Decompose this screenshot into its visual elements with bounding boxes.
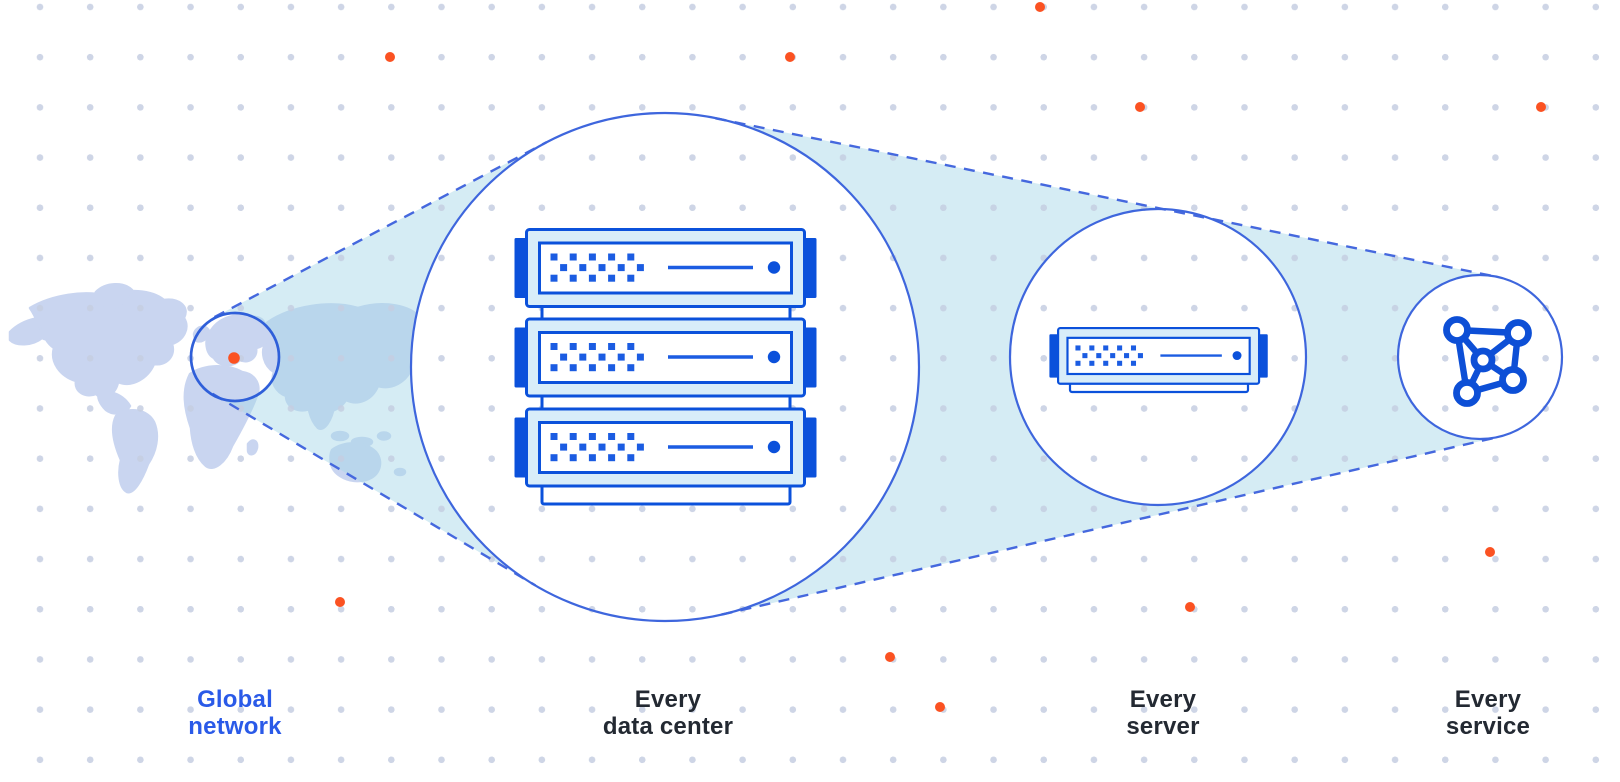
accent-dots — [335, 2, 1546, 712]
accent-dot — [1536, 102, 1546, 112]
stage-label-line: network — [188, 713, 282, 740]
zoom-dashed-line-lower-left — [211, 392, 537, 587]
stage-label-line: Every — [634, 686, 702, 713]
server-power-dot — [767, 440, 781, 454]
accent-dot — [935, 702, 945, 712]
accent-dot — [335, 597, 345, 607]
server-led-matrix — [550, 253, 644, 282]
zoom-dashed-line-upper-right — [715, 117, 1497, 278]
global-network-circle — [189, 311, 281, 403]
network-mesh-icon — [1443, 316, 1532, 407]
server-unit — [514, 317, 817, 398]
accent-dot — [885, 652, 895, 662]
server-faceplate — [1066, 336, 1251, 376]
accent-dot — [385, 52, 395, 62]
server-faceplate — [538, 421, 793, 474]
accent-dot — [1035, 2, 1045, 12]
server-circle — [1008, 207, 1308, 507]
mesh-node — [1453, 379, 1481, 407]
server-led-matrix — [1075, 345, 1143, 366]
stage-label-line: service — [1445, 713, 1531, 740]
server-led-matrix — [550, 433, 644, 462]
zoom-dashed-line-upper-left — [213, 141, 548, 319]
mesh-node — [1470, 347, 1496, 373]
stage-label-line: Every — [1454, 686, 1522, 713]
accent-dot — [1185, 602, 1195, 612]
zoom-dashed-line-lower-right — [721, 435, 1499, 616]
stage-label-every-data-center: Every data center — [548, 686, 788, 740]
stage-label-line: Global — [197, 686, 273, 713]
server-faceplate — [538, 241, 793, 295]
server-rack-icon — [514, 228, 817, 506]
accent-dot — [1135, 102, 1145, 112]
mesh-node — [1504, 319, 1532, 347]
server-unit — [514, 407, 817, 488]
server-power-dot — [1232, 351, 1242, 361]
server-unit — [1049, 327, 1268, 385]
stage-label-every-server: Every server — [1043, 686, 1283, 740]
stage-label-line: data center — [602, 713, 734, 740]
server-led-matrix — [550, 343, 644, 372]
accent-dot — [785, 52, 795, 62]
server-power-dot — [767, 350, 781, 364]
stage-label-line: Every — [1129, 686, 1197, 713]
stage-label-global-network: Global network — [115, 686, 355, 740]
location-marker-icon — [228, 352, 240, 364]
server-power-dot — [767, 261, 781, 274]
single-server-icon — [1049, 327, 1268, 394]
service-circle — [1396, 273, 1564, 441]
stage-label-every-service: Every service — [1368, 686, 1608, 740]
server-unit — [514, 228, 817, 308]
stage-label-line: server — [1126, 713, 1200, 740]
server-faceplate — [538, 331, 793, 384]
mesh-node — [1499, 366, 1527, 394]
mesh-node — [1443, 316, 1471, 344]
accent-dot — [1485, 547, 1495, 557]
datacenter-circle — [409, 111, 921, 623]
